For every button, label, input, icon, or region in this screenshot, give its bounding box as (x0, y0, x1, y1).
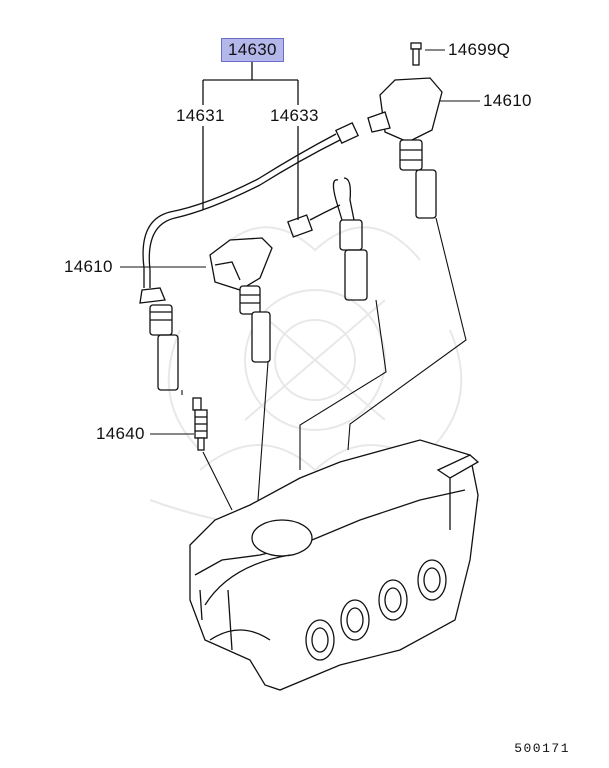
connector-14633 (287, 177, 368, 301)
bolt (410, 42, 422, 66)
callout-14633[interactable]: 14633 (270, 106, 319, 125)
figure-id: 500171 (514, 741, 570, 756)
callout-14630[interactable]: 14630 (221, 38, 284, 62)
callout-14610-right[interactable]: 14610 (483, 91, 532, 110)
high-tension-wire (139, 121, 359, 391)
spark-plug (192, 397, 208, 451)
install-lines (181, 217, 467, 511)
callout-14640[interactable]: 14640 (96, 424, 145, 443)
callout-14610-left[interactable]: 14610 (64, 257, 113, 276)
kit-bracket (202, 62, 299, 220)
callout-14631[interactable]: 14631 (176, 106, 225, 125)
callout-14699q[interactable]: 14699Q (448, 40, 511, 59)
ignition-coil-right (367, 77, 443, 219)
ignition-coil-left (209, 237, 273, 363)
cylinder-head (189, 439, 480, 691)
